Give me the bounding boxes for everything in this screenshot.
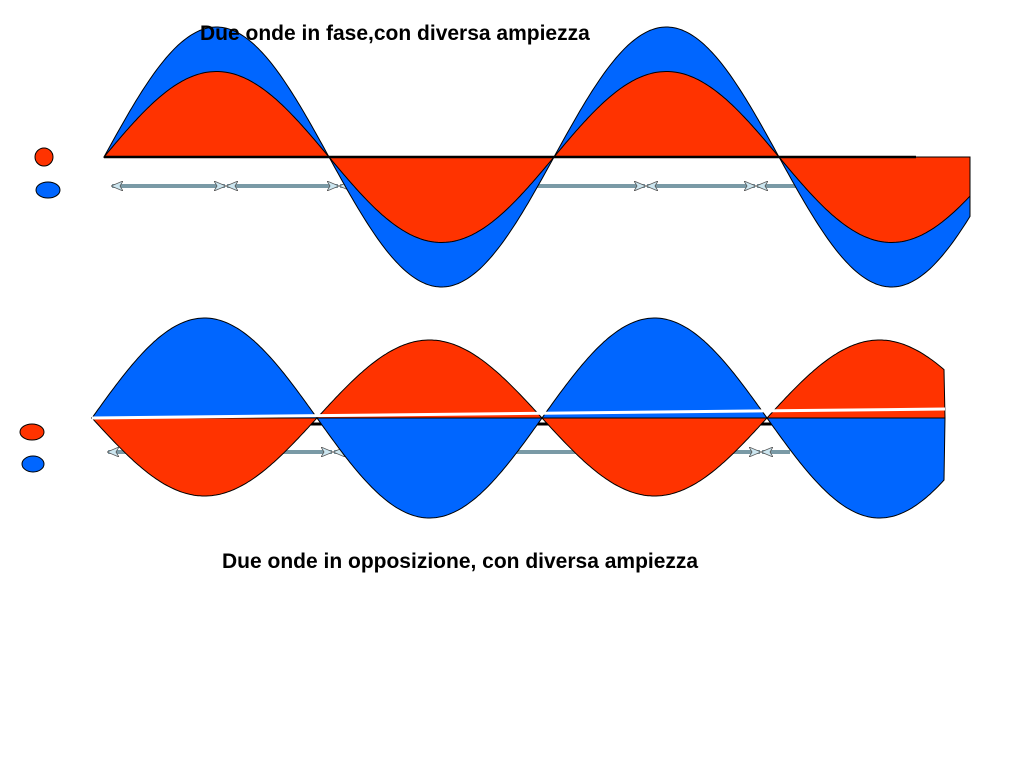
legend-red-dot: [19, 423, 45, 441]
opposition-diagram: [19, 317, 946, 519]
title-opposition: Due onde in opposizione, con diversa amp…: [222, 550, 699, 573]
legend-blue-dot: [21, 455, 45, 473]
red-wave-opposition: [90, 339, 946, 497]
title-in-phase: Due onde in fase,con diversa ampiezza: [200, 22, 590, 45]
in-phase-diagram: [34, 26, 971, 288]
axis-highlight-line: [91, 407, 946, 420]
legend-blue-dot: [35, 181, 61, 199]
legend-red-dot: [34, 147, 54, 167]
